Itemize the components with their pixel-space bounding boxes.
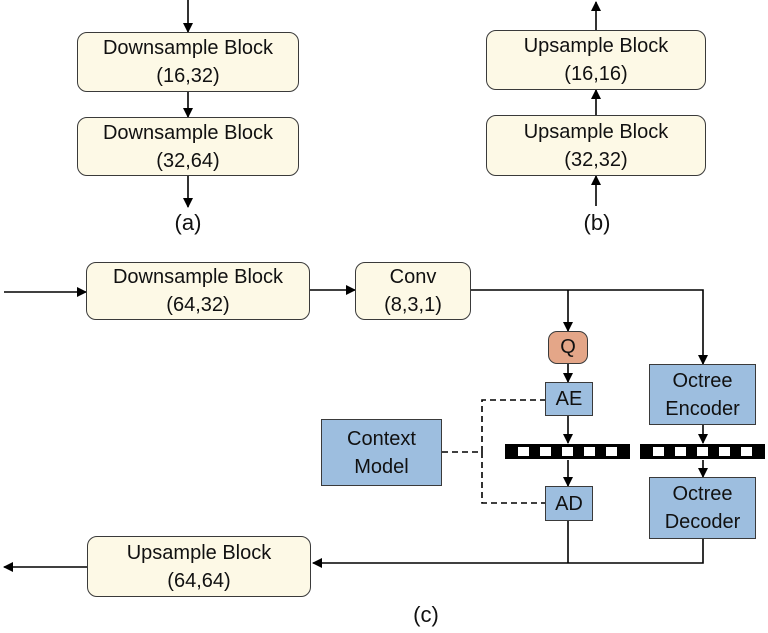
conv-block: Conv (8,3,1) — [355, 262, 471, 320]
dashed-link-ad — [481, 452, 545, 504]
context-model: Context Model — [321, 419, 442, 486]
upsample-block-64-64: Upsample Block (64,64) — [87, 536, 311, 597]
wire-conv-to-octree — [471, 289, 708, 365]
caption-b: (b) — [583, 210, 611, 235]
quantizer-q: Q — [548, 331, 588, 364]
octree-decoder: Octree Decoder — [649, 477, 756, 539]
upsample-block-32-32: Upsample Block (32,32) — [486, 115, 706, 176]
wire-dec-to-upsample — [312, 539, 704, 568]
arithmetic-encoder-ae: AE — [545, 382, 593, 416]
upsample-block-16-16: Upsample Block (16,16) — [486, 30, 706, 90]
bitstream-right — [640, 444, 765, 459]
octree-encoder: Octree Encoder — [649, 364, 756, 425]
bitstream-left — [505, 444, 630, 459]
caption-c: (c) — [413, 602, 439, 627]
downsample-block-16-32: Downsample Block (16,32) — [77, 32, 299, 92]
downsample-block-64-32: Downsample Block (64,32) — [86, 262, 310, 320]
downsample-block-32-64: Downsample Block (32,64) — [77, 117, 299, 176]
arithmetic-decoder-ad: AD — [545, 486, 593, 521]
dashed-link-ae — [442, 399, 545, 453]
caption-a: (a) — [174, 210, 202, 235]
